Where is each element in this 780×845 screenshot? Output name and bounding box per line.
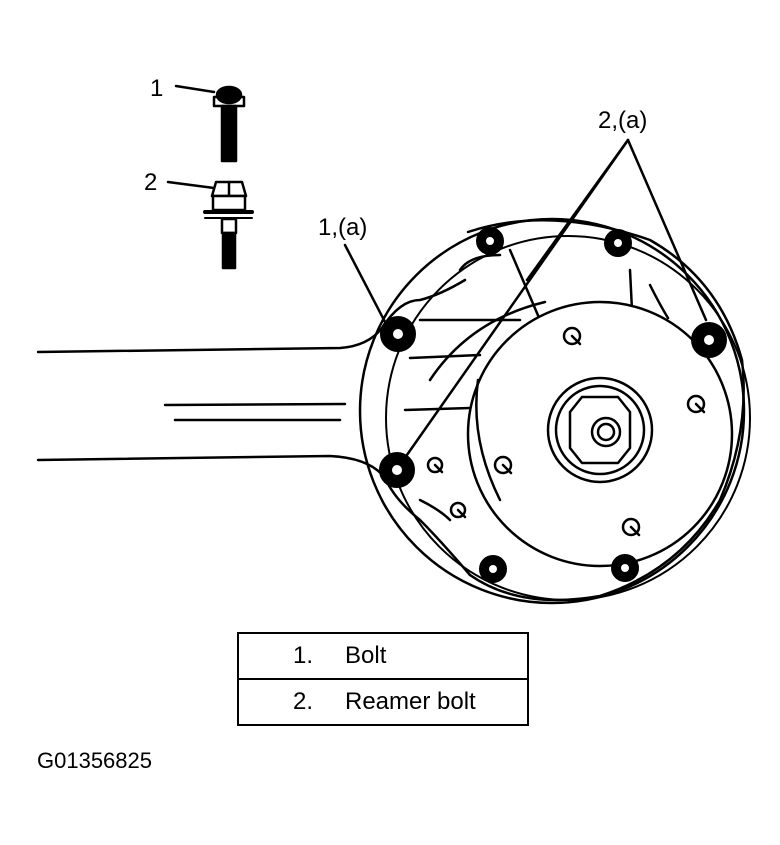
flange-bolt-left-upper bbox=[380, 316, 416, 352]
legend-number: 1. bbox=[292, 642, 313, 669]
bolt-illustration bbox=[212, 85, 246, 163]
wheel-studs bbox=[426, 326, 706, 537]
legend-name: Bolt bbox=[345, 642, 387, 669]
legend-row-bolt: 1. Bolt bbox=[239, 634, 527, 680]
plate-bolt-top-left bbox=[476, 227, 504, 255]
hub-nut bbox=[568, 395, 632, 465]
leader-line-1 bbox=[174, 84, 216, 94]
leader-line-2 bbox=[166, 180, 216, 190]
legend-number: 2. bbox=[292, 688, 313, 715]
callout-bolt: 1 bbox=[150, 75, 163, 102]
parts-legend: 1. Bolt 2. Reamer bolt bbox=[237, 632, 529, 726]
plate-bolt-bottom-right bbox=[611, 554, 639, 582]
leader-line-1a bbox=[343, 243, 387, 324]
inner-ring bbox=[385, 235, 751, 601]
callout-right-flange: 2,(a) bbox=[598, 107, 647, 134]
callout-left-flange: 1,(a) bbox=[318, 214, 367, 241]
axle-arm bbox=[36, 326, 387, 480]
legend-name: Reamer bolt bbox=[345, 688, 476, 715]
figure-id: G01356825 bbox=[37, 748, 152, 773]
flange-bolt-right bbox=[691, 322, 727, 358]
leader-line-2a-mid bbox=[525, 138, 630, 282]
plate-bolt-bottom-left bbox=[479, 555, 507, 583]
reamer-bolt-illustration bbox=[203, 180, 254, 270]
legend-row-reamer-bolt: 2. Reamer bolt bbox=[239, 680, 527, 724]
plate-bolt-top-right bbox=[604, 229, 632, 257]
leader-line-2a-right bbox=[626, 138, 708, 322]
inner-ring-arc bbox=[428, 300, 547, 382]
flange-bolt-left-lower bbox=[379, 452, 415, 488]
mounting-bolts bbox=[379, 227, 727, 583]
callout-reamer-bolt: 2 bbox=[144, 169, 157, 196]
